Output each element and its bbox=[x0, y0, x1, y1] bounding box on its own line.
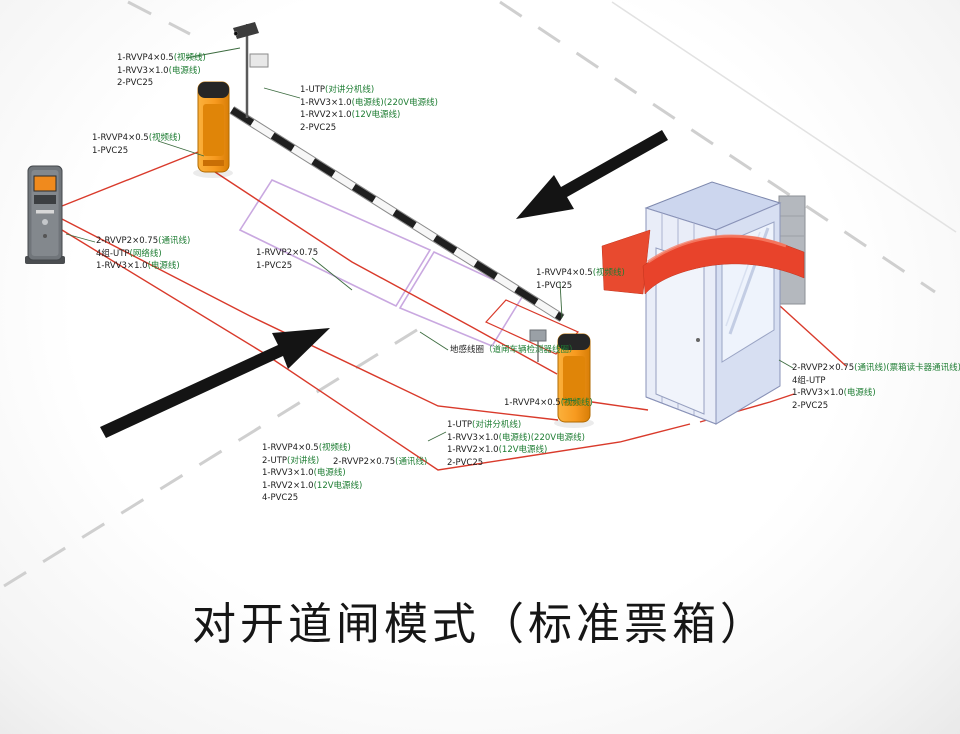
camera-icon bbox=[233, 22, 259, 39]
cable-label-line: 1-RVVP4×0.5(视频线) bbox=[262, 443, 351, 453]
cable-label-line: 1-PVC25 bbox=[92, 145, 129, 156]
cable-label-line: 1-RVV2×1.0(12V电源线) bbox=[447, 445, 548, 455]
booth-cable-group: 2-RVVP2×0.75(通讯线)(票箱读卡器通讯线) 4组-UTP 1-RVV3×… bbox=[792, 362, 960, 412]
cable-label-line: 2-PVC25 bbox=[792, 400, 829, 411]
cable-label-line: 1-UTP(对讲分机线) bbox=[447, 420, 522, 430]
cable-label-line: 1-PVC25 bbox=[536, 280, 573, 291]
ground-loop-label: 地感线圈（道闸车辆检测器线圈） bbox=[450, 344, 578, 357]
cable-label-line: 4-PVC25 bbox=[262, 493, 299, 503]
exit-camera-cable-label: 1-RVVP4×0.5(视频线) 1-PVC25 bbox=[536, 267, 625, 292]
cable-label-line: 1-RVV2×1.0(12V电源线) bbox=[262, 480, 363, 491]
diagram-title: 对开道闸模式（标准票箱） bbox=[192, 600, 768, 649]
cable-label-line: 1-RVV2×1.0(12V电源线) bbox=[300, 110, 401, 120]
camera-pole bbox=[233, 22, 269, 118]
entry-intercom-cable-group: 1-UTP(对讲分机线) 1-RVV3×1.0(电源线)(220V电源线) 1-RV… bbox=[300, 84, 438, 134]
cable-label-line: 1-PVC25 bbox=[256, 260, 293, 271]
cable-label-line: 1-RVV3×1.0(电源线)(220V电源线) bbox=[447, 432, 585, 443]
cable-label-line: 4组-UTP bbox=[792, 375, 826, 386]
cable-label-line: 2-UTP(对讲线) bbox=[262, 455, 320, 466]
arrow-outbound-icon bbox=[100, 328, 330, 438]
red-awning bbox=[601, 229, 805, 295]
ticket-dispenser bbox=[25, 165, 65, 264]
arrow-inbound-icon bbox=[516, 130, 668, 219]
cable-label-line: 1-RVVP4×0.5(视频线) bbox=[117, 53, 206, 63]
card-reader-box bbox=[529, 329, 547, 362]
entry-video-cable-label: 1-RVVP4×0.5(视频线) 1-PVC25 bbox=[92, 132, 181, 157]
cable-label-line: 1-RVV3×1.0(电源线) bbox=[792, 388, 876, 398]
label-leader-lines bbox=[65, 47, 794, 442]
cable-label-line: 2-PVC25 bbox=[117, 78, 154, 88]
entry-comm-cable-label: 2-RVVP2×0.75(通讯线) bbox=[333, 456, 427, 469]
cable-runs bbox=[59, 151, 847, 471]
cable-label-line: 2-RVVP2×0.75(通讯线)(票箱读卡器通讯线) bbox=[792, 363, 960, 373]
cable-label-line: 1-RVV3×1.0(电源线) bbox=[96, 261, 180, 271]
barrier-arm bbox=[229, 106, 565, 322]
entry-barrier-gate bbox=[193, 81, 233, 178]
cable-label-line: 1-UTP(对讲分机线) bbox=[300, 85, 375, 95]
exit-video-cable-label: 1-RVVP4×0.5(视频线) bbox=[504, 397, 593, 410]
cable-label-line: 2-RVVP2×0.75(通讯线) bbox=[333, 457, 428, 467]
cable-label-line: 地感线圈（道闸车辆检测器线圈） bbox=[450, 345, 578, 355]
cable-label-line: 1-RVVP4×0.5(视频线) bbox=[536, 268, 625, 278]
lane-comm-cable-label: 1-RVVP2×0.75 1-PVC25 bbox=[256, 247, 318, 272]
ticketbox-comm-cable-group: 2-RVVP2×0.75(通讯线) 4组-UTP(网络线) 1-RVV3×1.0(电… bbox=[96, 235, 190, 273]
cable-label-line: 2-PVC25 bbox=[447, 457, 484, 468]
cable-label-line: 2-PVC25 bbox=[300, 122, 337, 133]
cable-label-line: 1-RVV3×1.0(电源线) bbox=[117, 65, 201, 76]
entry-lane-cable-group: 1-RVVP4×0.5(视频线) 2-UTP(对讲线) 1-RVV3×1.0(电源线… bbox=[262, 442, 362, 505]
cable-label-line: 1-RVVP4×0.5(视频线) bbox=[92, 133, 181, 143]
cable-label-line: 1-RVVP2×0.75 bbox=[256, 248, 319, 258]
camera-pole-cable-label: 1-RVVP4×0.5(视频线) 1-RVV3×1.0(电源线) 2-PVC25 bbox=[117, 52, 206, 90]
exit-intercom-cable-group: 1-UTP(对讲分机线) 1-RVV3×1.0(电源线)(220V电源线) 1-RV… bbox=[447, 419, 585, 469]
road-edge-line bbox=[611, 1, 957, 233]
cable-label-line: 1-RVV3×1.0(电源线) bbox=[262, 468, 346, 478]
cable-label-line: 1-RVVP4×0.5(视频线) bbox=[504, 398, 593, 408]
cable-label-line: 2-RVVP2×0.75(通讯线) bbox=[96, 236, 191, 246]
cable-label-line: 1-RVV3×1.0(电源线)(220V电源线) bbox=[300, 97, 438, 108]
cable-label-line: 4组-UTP(网络线) bbox=[96, 248, 162, 259]
road-markings bbox=[3, 0, 936, 588]
ground-loop-outline bbox=[485, 299, 580, 355]
